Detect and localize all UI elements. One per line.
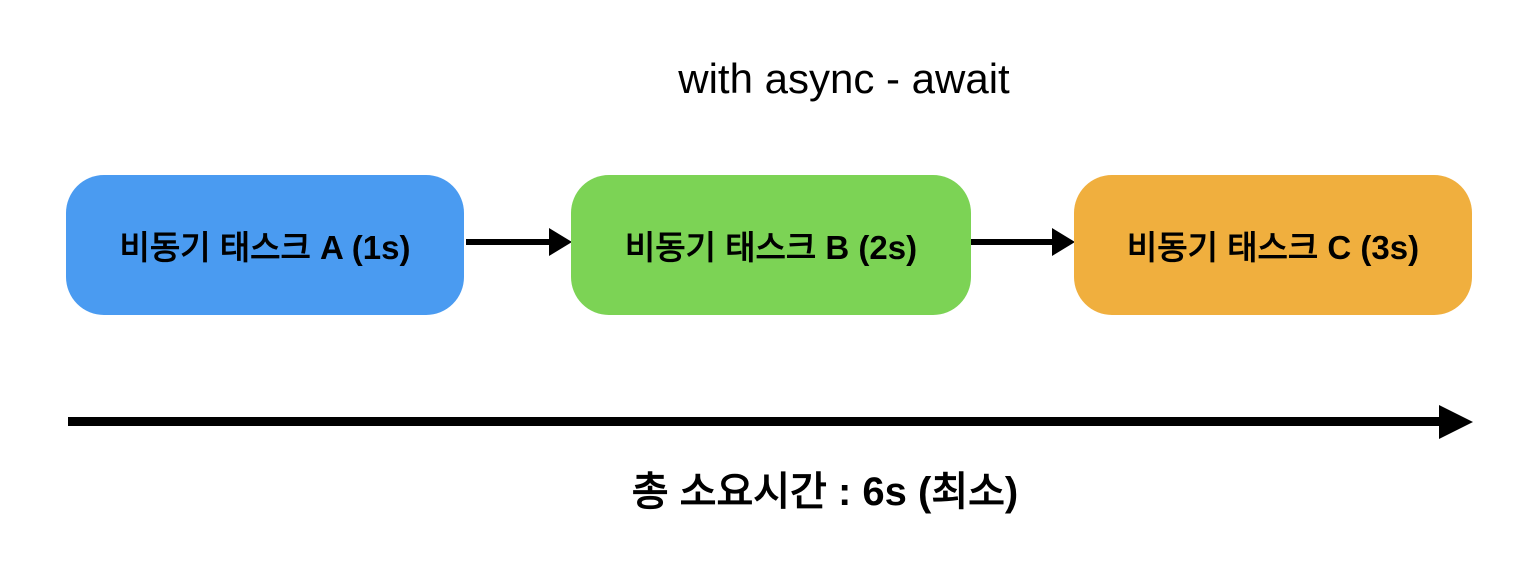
total-time-label: 총 소요시간 : 6s (최소) (631, 470, 1019, 514)
task-box-c-label: 비동기 태스크 C (3s) (1126, 229, 1420, 266)
diagram-title: with async - await (678, 55, 1010, 102)
task-box-a: 비동기 태스크 A (1s) (66, 175, 464, 315)
task-box-c: 비동기 태스크 C (3s) (1074, 175, 1472, 315)
task-box-a-label: 비동기 태스크 A (1s) (119, 229, 411, 266)
task-box-b-label: 비동기 태스크 B (2s) (624, 229, 918, 266)
arrow-b-to-c (971, 239, 1052, 245)
arrow-a-to-b (466, 239, 549, 245)
timeline-arrow (68, 417, 1439, 426)
task-box-b: 비동기 태스크 B (2s) (571, 175, 971, 315)
